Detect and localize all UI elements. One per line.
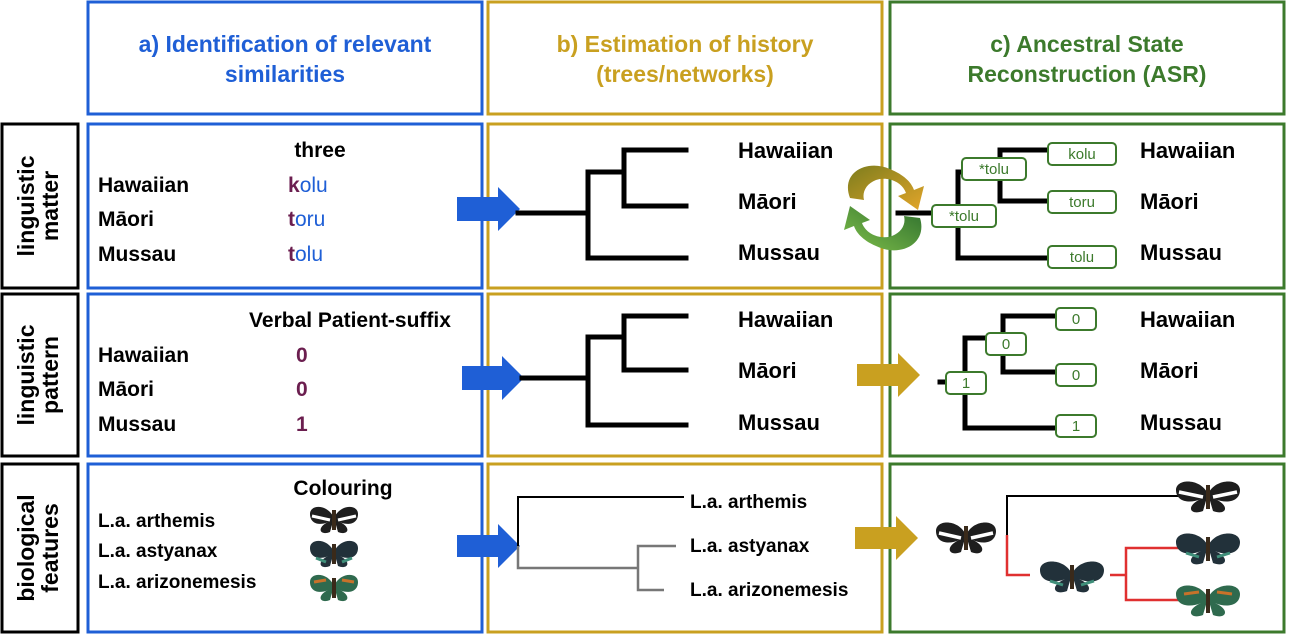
biology-heading: Colouring	[293, 477, 392, 500]
asr-root-box	[931, 204, 997, 228]
matter-asr-tip-hawaiian: Hawaiian	[1140, 138, 1235, 163]
biology-similarities: Colouring L.a. arthemis L.a. astyanax L.…	[98, 477, 393, 602]
asr-root-label: *tolu	[949, 208, 979, 225]
pattern-value-hawaiian: 0	[296, 344, 308, 367]
arrow-b-to-c-biology	[855, 516, 918, 560]
asr-tip-box	[1055, 363, 1097, 387]
row-matter-line1: linguistic	[13, 155, 39, 256]
asr-node-label: *tolu	[979, 161, 1009, 178]
asr-tip-box	[1047, 245, 1117, 269]
pattern-lang-hawaiian: Hawaiian	[98, 344, 189, 367]
matter-lang-mussau: Mussau	[98, 243, 176, 266]
asr-tip-label: tolu	[1070, 249, 1094, 266]
matter-asr-tree: *tolu *tolu kolu toru tolu Hawaiian Māor…	[895, 138, 1235, 269]
asr-root-box	[945, 371, 987, 395]
pattern-asr-tip-mussau: Mussau	[1140, 410, 1222, 435]
biology-taxon-arthemis: L.a. arthemis	[98, 511, 215, 532]
biology-tree-tip-astyanax: L.a. astyanax	[690, 536, 810, 557]
pattern-heading: Verbal Patient-suffix	[249, 309, 451, 332]
pattern-tree-tip-mussau: Mussau	[738, 410, 820, 435]
asr-tip-box	[1055, 414, 1097, 438]
row-biology-line2: features	[37, 503, 63, 592]
matter-tree: Hawaiian Māori Mussau	[515, 138, 833, 265]
biology-taxon-arizonemesis: L.a. arizonemesis	[98, 572, 256, 593]
matter-word-maori: toru	[288, 208, 325, 231]
asr-tip-label: 0	[1072, 311, 1080, 328]
row-label-biology: biological features	[0, 462, 80, 634]
row-pattern-line1: linguistic	[13, 324, 39, 425]
asr-tip-label: 0	[1072, 367, 1080, 384]
biology-taxon-astyanax: L.a. astyanax	[98, 541, 218, 562]
row-biology-line1: biological	[13, 494, 39, 601]
asr-tip-label: 1	[1072, 418, 1080, 435]
row-matter-line2: matter	[37, 171, 63, 241]
butterfly-astyanax-icon	[310, 540, 358, 568]
biology-asr-tree	[936, 481, 1240, 617]
butterfly-arizonemesis-icon	[310, 574, 358, 602]
asr-node-box	[961, 157, 1027, 181]
arrow-b-to-c-pattern	[857, 353, 920, 397]
asr-tip-label: toru	[1069, 194, 1095, 211]
matter-tree-tip-hawaiian: Hawaiian	[738, 138, 833, 163]
column-header-a: a) Identification of relevant similariti…	[86, 0, 484, 116]
butterfly-ancestor-root-icon	[936, 522, 996, 554]
asr-tip-box	[1047, 190, 1117, 214]
butterfly-arizonemesis-tip-icon	[1176, 585, 1240, 617]
matter-similarities: three Hawaiian Māori Mussau kolu toru to…	[98, 139, 346, 266]
pattern-lang-mussau: Mussau	[98, 413, 176, 436]
pattern-asr-tip-hawaiian: Hawaiian	[1140, 307, 1235, 332]
column-header-c: c) Ancestral State Reconstruction (ASR)	[888, 0, 1286, 116]
column-b-title-line2: (trees/networks)	[596, 61, 774, 87]
pattern-lang-maori: Māori	[98, 378, 154, 401]
matter-tree-tip-mussau: Mussau	[738, 240, 820, 265]
biology-tree-tip-arthemis: L.a. arthemis	[690, 492, 807, 513]
butterfly-astyanax-tip-icon	[1176, 533, 1240, 565]
biology-tree: L.a. arthemis L.a. astyanax L.a. arizone…	[516, 492, 848, 601]
column-c-title-line2: Reconstruction (ASR)	[968, 61, 1207, 87]
matter-word-mussau: tolu	[288, 243, 323, 266]
pattern-asr-tree: 1 0 0 0 1 Hawaiian Māori Mussau	[937, 307, 1235, 438]
butterfly-arthemis-icon	[310, 506, 358, 534]
pattern-tree: Hawaiian Māori Mussau	[519, 307, 833, 435]
column-c-title-line1: c) Ancestral State	[990, 31, 1183, 57]
row-label-matter: linguistic matter	[0, 122, 80, 290]
asr-node-label: 0	[1002, 336, 1010, 353]
pattern-value-maori: 0	[296, 378, 308, 401]
pattern-similarities: Verbal Patient-suffix Hawaiian Māori Mus…	[98, 309, 451, 436]
cycle-icon	[844, 165, 924, 251]
matter-lang-maori: Māori	[98, 208, 154, 231]
asr-root-label: 1	[962, 375, 970, 392]
row-pattern-line2: pattern	[37, 336, 63, 414]
biology-tree-tip-arizonemesis: L.a. arizonemesis	[690, 580, 848, 601]
row-label-pattern: linguistic pattern	[0, 292, 80, 458]
pattern-tree-tip-hawaiian: Hawaiian	[738, 307, 833, 332]
pattern-value-mussau: 1	[296, 413, 308, 436]
pattern-asr-tip-maori: Māori	[1140, 358, 1199, 383]
matter-asr-tip-mussau: Mussau	[1140, 240, 1222, 265]
column-a-title-line1: a) Identification of relevant	[139, 31, 432, 57]
arrow-a-to-b-pattern	[462, 356, 524, 400]
butterfly-ancestor-node-icon	[1040, 561, 1104, 593]
column-b-title-line1: b) Estimation of history	[557, 31, 814, 57]
asr-tip-box	[1055, 307, 1097, 331]
column-header-b: b) Estimation of history (trees/networks…	[486, 0, 884, 116]
arrow-a-to-b-matter	[457, 187, 520, 231]
column-a-title-line2: similarities	[225, 61, 345, 87]
arrow-a-to-b-biology	[457, 524, 520, 568]
matter-word-hawaiian: kolu	[288, 174, 328, 197]
asr-tip-box	[1047, 142, 1117, 166]
pattern-tree-tip-maori: Māori	[738, 358, 797, 383]
asr-tip-label: kolu	[1068, 146, 1096, 163]
matter-tree-tip-maori: Māori	[738, 189, 797, 214]
matter-asr-tip-maori: Māori	[1140, 189, 1199, 214]
butterfly-arthemis-tip-icon	[1176, 481, 1240, 513]
matter-lang-hawaiian: Hawaiian	[98, 174, 189, 197]
matter-heading: three	[294, 139, 345, 162]
asr-node-box	[985, 332, 1027, 356]
